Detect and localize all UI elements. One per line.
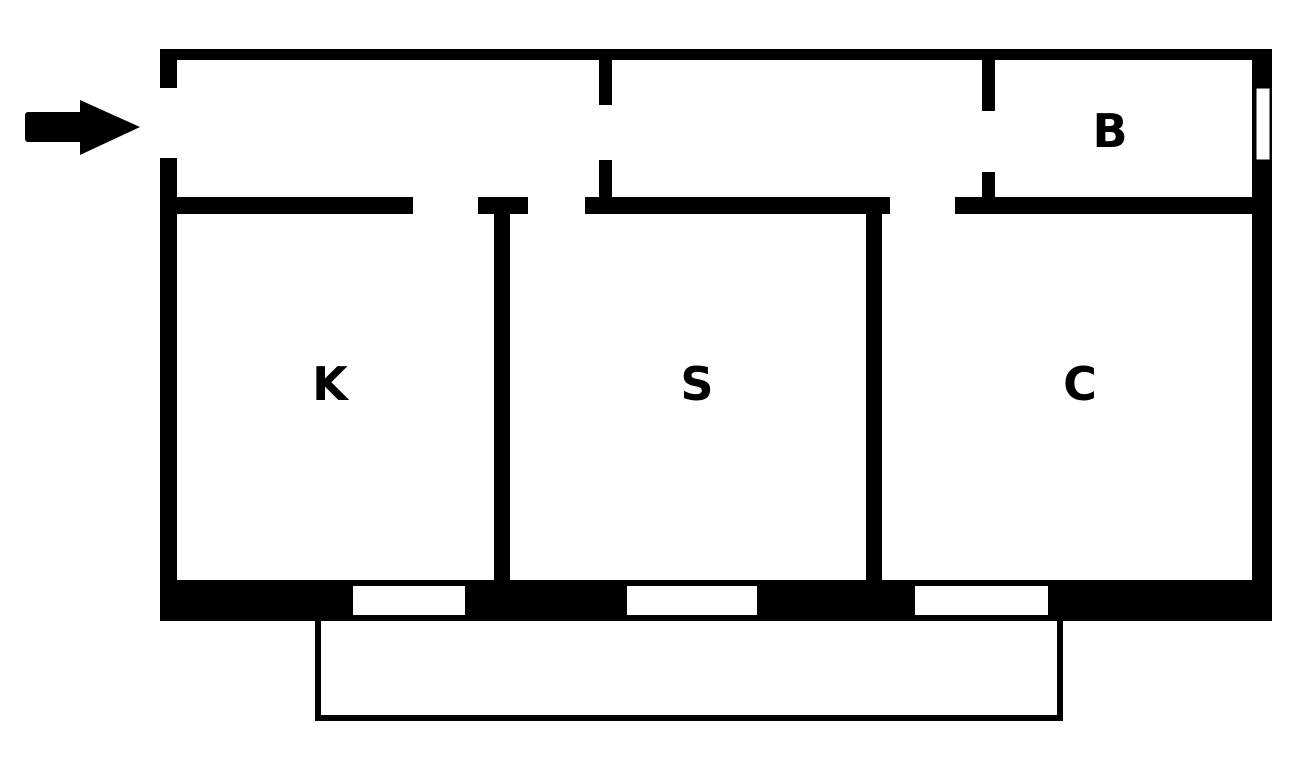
window-s: [627, 586, 757, 617]
partition-1-lower: [599, 160, 612, 200]
wall-k-s: [494, 210, 510, 585]
left-wall-upper: [160, 49, 177, 88]
partition-2-lower: [982, 172, 995, 200]
top-wall: [160, 49, 1272, 60]
window-c: [915, 586, 1048, 617]
partition-1-upper: [599, 59, 612, 105]
room-label-b: B: [1092, 104, 1127, 158]
right-wall: [1252, 49, 1272, 620]
window-k: [353, 586, 465, 617]
wall-s-c: [866, 210, 882, 582]
corridor-wall-stub: [478, 197, 528, 214]
room-label-s: S: [680, 357, 713, 411]
bathroom-window: [1255, 87, 1271, 161]
corridor-wall-k: [177, 197, 413, 214]
balcony: [315, 615, 1063, 721]
partition-2-upper: [982, 59, 995, 111]
left-wall-lower: [160, 158, 177, 620]
room-label-k: K: [312, 357, 350, 411]
corridor-wall-c: [955, 197, 1252, 214]
corridor-wall-s: [585, 197, 890, 214]
entrance-arrow-icon: [25, 100, 140, 155]
room-label-c: C: [1063, 357, 1097, 411]
